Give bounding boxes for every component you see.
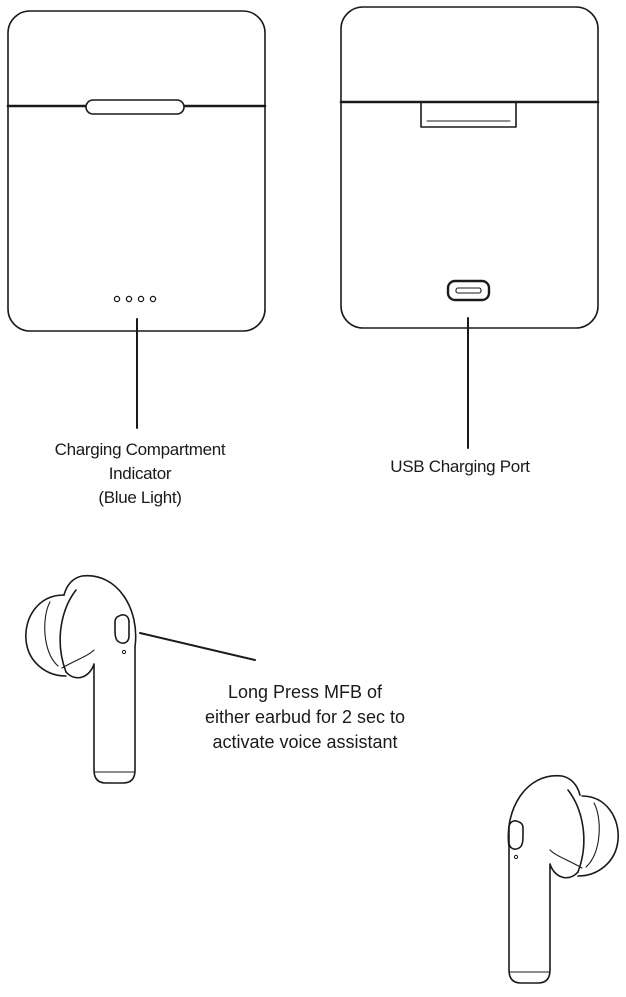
charging-indicator-label-line2: Indicator xyxy=(108,464,172,483)
earbud-right xyxy=(507,775,619,984)
usb-port xyxy=(446,279,491,302)
indicator-lights xyxy=(113,295,157,303)
mfb-leader-line xyxy=(139,632,256,661)
mfb-label-line1: Long Press MFB of xyxy=(227,682,383,702)
earbud-right-tip xyxy=(577,795,619,877)
mfb-button-right xyxy=(508,820,524,850)
mfb-label-line2: either earbud for 2 sec to xyxy=(204,707,406,727)
earbud-left-body xyxy=(63,575,137,784)
charging-case-back xyxy=(339,6,600,449)
charging-indicator-label-line3: (Blue Light) xyxy=(98,488,182,507)
usb-port-label-text: USB Charging Port xyxy=(390,457,530,476)
mfb-label: Long Press MFB of either earbud for 2 se… xyxy=(160,680,450,755)
charging-indicator-label-line1: Charging Compartment xyxy=(54,440,226,459)
mfb-label-line3: activate voice assistant xyxy=(212,732,398,752)
charging-indicator-label: Charging Compartment Indicator (Blue Lig… xyxy=(20,438,260,510)
usb-port-label: USB Charging Port xyxy=(360,455,560,479)
earbud-left xyxy=(25,575,256,784)
earbud-left-tip xyxy=(25,594,67,677)
hinge xyxy=(420,101,517,128)
charging-case-front xyxy=(6,10,267,429)
mfb-button-left xyxy=(114,614,130,644)
earbud-right-body xyxy=(507,775,581,984)
lid-latch xyxy=(85,99,185,115)
